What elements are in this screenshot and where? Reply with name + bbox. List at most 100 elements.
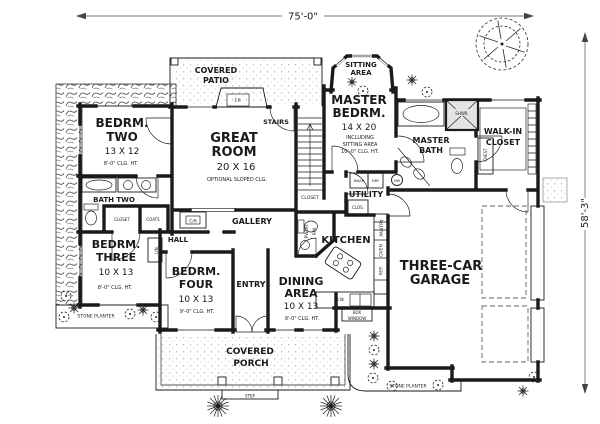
label-bedrm-four-note: 9'-0" CLG. HT.	[180, 309, 215, 315]
label-kitchen: KITCHEN	[321, 235, 370, 246]
label-shwr: SHWR.	[455, 111, 468, 116]
patio-outline	[169, 57, 323, 106]
label-great-room-note: OPTIONAL SLOPED CLG.	[207, 177, 267, 183]
arrow-up-icon	[581, 32, 589, 42]
label-sitting-2: AREA	[350, 69, 372, 77]
label-bedrm-four-2: FOUR	[179, 278, 214, 291]
label-dry: DRY	[372, 179, 380, 183]
dimension-height-label: 58'-3"	[580, 198, 591, 228]
bush-icon	[367, 372, 379, 384]
car-bay	[481, 305, 529, 363]
label-box-window-1: BOX	[353, 310, 362, 315]
label-linen: LIN.	[154, 246, 159, 254]
staircase	[296, 117, 324, 191]
door-entry-left	[235, 315, 253, 333]
car-bay	[481, 205, 527, 299]
label-dw: D.W.	[335, 297, 344, 302]
toilet-tank	[83, 203, 99, 211]
hall-cabinets	[147, 211, 207, 263]
bush-icon	[68, 302, 80, 314]
label-master-bath-2: BATH	[419, 146, 443, 155]
toilet	[85, 210, 97, 226]
sink	[400, 156, 412, 168]
label-step: STEP	[245, 394, 256, 399]
arrow-left-icon	[76, 12, 86, 20]
label-bath-two: BATH TWO	[93, 196, 135, 204]
label-hw: HW	[394, 179, 401, 183]
bush-icon	[368, 344, 380, 356]
label-dining-2: AREA	[284, 287, 317, 300]
door-utility	[345, 171, 369, 195]
label-walk-in-1: WALK-IN	[484, 127, 522, 136]
label-bedrm-two-size: 13 X 12	[105, 147, 140, 157]
label-bedrm-four-1: BEDRM.	[172, 265, 221, 278]
label-master-bath-1: MASTER	[413, 136, 450, 145]
label-garage-1: THREE-CAR	[400, 259, 483, 274]
label-pwdr-2: RM.	[312, 227, 318, 235]
label-pantry: PANTRY	[379, 219, 385, 236]
label-bedrm-three-size: 10 X 13	[99, 268, 134, 278]
bay-window	[335, 55, 389, 66]
label-box-window-2: WINDOW	[348, 316, 366, 321]
label-stairs-closet: CLOSET	[301, 195, 319, 201]
label-great-room-size: 20 X 16	[217, 162, 256, 173]
door-bedrm-four	[165, 251, 193, 279]
bush-icon	[421, 86, 433, 98]
tub	[397, 101, 445, 127]
kitchen-sink	[349, 293, 372, 307]
label-bedrm-two-2: TWO	[106, 130, 138, 144]
label-walk-in-2: CLOSET	[486, 138, 521, 147]
cased-opening	[190, 208, 236, 212]
exterior-pad	[542, 177, 568, 203]
bush-icon	[137, 304, 149, 316]
bush-icon	[368, 358, 380, 370]
powder-fixtures	[297, 219, 318, 250]
porch-post	[217, 376, 227, 386]
label-master-note2: SITTING AREA	[343, 142, 378, 148]
bush-icon	[58, 311, 70, 323]
label-sitting-1: SITTING	[345, 61, 377, 69]
fireplace	[215, 87, 268, 110]
label-bedrm-three-note: 8'-0" CLG. HT.	[98, 285, 133, 291]
label-master-note1: INCLUDING	[346, 135, 374, 141]
sink	[413, 168, 425, 180]
bush-icon	[124, 308, 136, 320]
door-master-bedrm	[331, 145, 359, 173]
label-utility: UTILITY	[349, 190, 383, 199]
patio-post	[313, 57, 322, 66]
dimension-height: 58'-3"	[580, 32, 591, 394]
toilet	[451, 158, 463, 174]
tree-icon	[475, 17, 529, 71]
label-bedrm-three-1: BEDRM.	[92, 238, 141, 251]
utility-closet	[347, 199, 369, 216]
label-bedrm-two-1: BEDRM.	[95, 116, 148, 130]
label-stone-planter-left: STONE PLANTER	[77, 314, 114, 320]
label-wash: WASH	[354, 179, 365, 183]
label-stairs: STAIRS	[263, 118, 289, 126]
label-bedrm-two-note: 8'-0" CLG. HT.	[104, 161, 139, 167]
label-closet: CLOSET	[114, 217, 130, 222]
garage-door	[530, 307, 545, 363]
vegetation	[58, 17, 540, 418]
label-ref: REF.	[379, 266, 385, 275]
vanity-edge	[397, 147, 431, 187]
toilet-tank	[449, 147, 466, 156]
kitchen-island	[324, 246, 362, 280]
walls	[76, 54, 542, 383]
door-powder	[297, 237, 317, 257]
patio-post	[170, 57, 179, 66]
site-outlines	[55, 57, 462, 400]
label-bedrm-four-size: 10 X 13	[179, 295, 214, 305]
arrow-right-icon	[524, 12, 534, 20]
label-master-2: BEDRM.	[332, 106, 385, 120]
label-garage-2: GARAGE	[410, 273, 470, 288]
label-covered-patio-1: COVERED	[195, 66, 238, 75]
sink	[300, 240, 310, 250]
dryer	[367, 172, 384, 189]
label-porch-1: COVERED	[226, 347, 274, 357]
door-patio	[269, 106, 295, 132]
label-fireplace: F.P.	[235, 98, 242, 104]
label-covered-patio-2: PATIO	[203, 76, 229, 85]
windows	[79, 54, 526, 333]
bush-icon	[517, 385, 529, 397]
